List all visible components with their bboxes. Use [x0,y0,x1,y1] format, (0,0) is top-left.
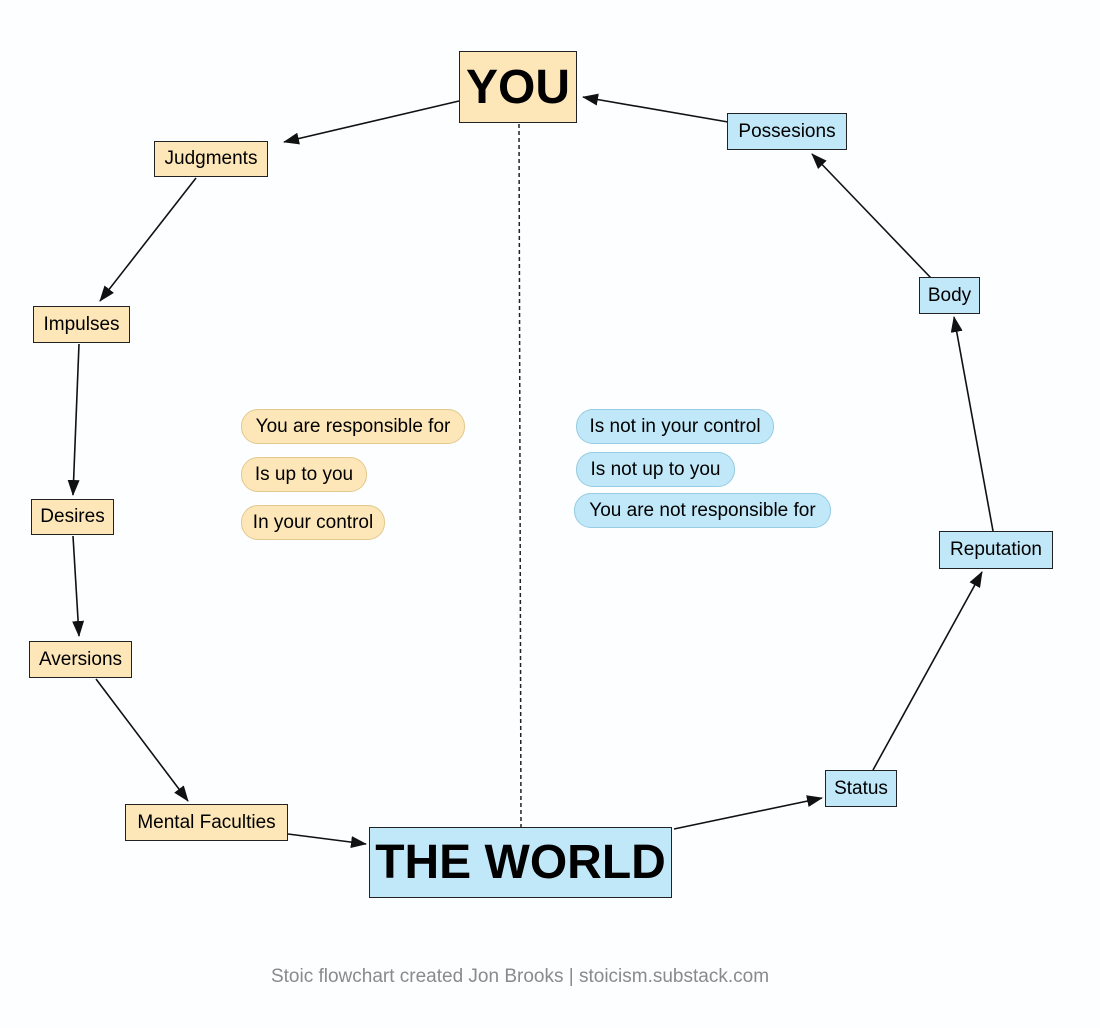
arrow-desires-to-aversions [72,535,85,637]
note-not-responsible-for: You are not responsible for [574,493,831,528]
arrow-impulses-to-desires [67,343,80,496]
note-responsible-for: You are responsible for [241,409,465,444]
node-possesions: Possesions [727,113,847,150]
arrow-reputation-to-body [950,316,994,532]
node-status: Status [825,770,897,807]
divider-dashed-line [518,123,522,829]
arrow-status-to-reputation [872,571,983,771]
arrow-world-to-status [673,795,823,830]
node-the-world: THE WORLD [369,827,672,898]
arrow-judgments-to-impulses [99,177,197,302]
node-you: YOU [459,51,577,123]
node-aversions: Aversions [29,641,132,678]
arrow-you-to-judgments [283,100,460,145]
note-in-your-control: In your control [241,505,385,540]
arrow-aversions-to-mental-faculties [95,678,189,802]
node-mental-faculties: Mental Faculties [125,804,288,841]
node-body: Body [919,277,980,314]
note-not-up-to-you: Is not up to you [576,452,735,487]
node-judgments: Judgments [154,141,268,177]
note-not-in-your-control: Is not in your control [576,409,774,444]
arrow-body-to-possesions [811,153,932,279]
arrow-possesions-to-you [582,93,729,123]
arrow-mental-faculties-to-world [287,833,367,849]
node-desires: Desires [31,499,114,535]
note-up-to-you: Is up to you [241,457,367,492]
node-reputation: Reputation [939,531,1053,569]
credit-line: Stoic flowchart created Jon Brooks | sto… [270,966,770,987]
node-impulses: Impulses [33,306,130,343]
